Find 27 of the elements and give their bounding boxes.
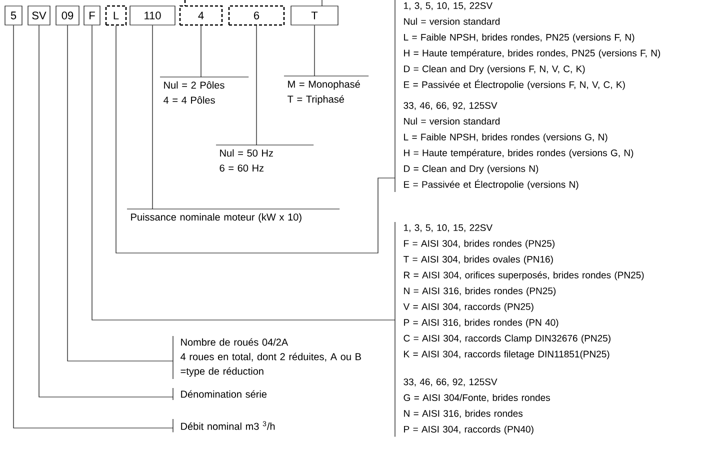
code-box: SV (28, 6, 50, 26)
option-list: 1, 3, 5, 10, 15, 22SV F = AISI 304, brides rondes (PN25) T = AISI 304, brides ovales (PN16) R = AISI 304, orifices superposés, brides rondes (PN25) N = AISI 316, brides rondes (PN25) V = AISI 304, raccords (PN25) P = AISI 316, brides rondes (PN 40) C = AISI 304, raccords Clamp DIN32676 (PN25) K = AISI 304, raccords filetage DIN11851(PN25) 33, 46, 66, 92, 125SV G = AISI 304/Fonte, brides rondes N = AISI 316, brides rondes P = AISI 304, raccords (PN40) (394, 222, 644, 438)
code-description: Nul = 2 Pôles 4 = 4 Pôles (160, 76, 249, 104)
option-list: 1, 3, 5, 10, 15, 22SV Nul = version standard L = Faible NPSH, brides rondes, PN25 (versions F, N) H = Haute température, brides rondes, PN25 (versions F, N) D = Clean and Dry (versions F, N, V, C, K) E = Passivée et Électropolie (versions F, N, V, C, K) 33, 46, 66, 92, 125SV Nul = version standard L = Faible NPSH, brides rondes (versions G, N) H = Haute température, brides rondes (versions G, N) D = Clean and Dry (versions N) E = Passivée et Électropolie (versions N) (394, 0, 660, 192)
code-box: 09 (56, 6, 80, 26)
leader-line (116, 25, 396, 254)
leader-line (256, 25, 257, 146)
option-list: Dénomination série (172, 388, 267, 400)
leader-line (38, 25, 174, 398)
code-box: 5 (4, 6, 22, 26)
leader-line (67, 25, 174, 362)
optional-code-box: L (105, 5, 127, 26)
option-list: Débit nominal m3 $^{3}$/h (172, 418, 275, 432)
optional-code-box: 6 (228, 5, 285, 26)
leader-line (200, 25, 202, 78)
code-box: F (84, 6, 100, 26)
code-box: T (290, 6, 338, 26)
code-description: Nul = 50 Hz 6 = 60 Hz (216, 144, 314, 172)
code-box: 110 (130, 6, 176, 26)
leader-line (152, 25, 153, 210)
code-description: Puissance nominale moteur (kW x 10) (126, 208, 340, 223)
leader-line (314, 25, 315, 76)
code-description: M = Monophasé T = Triphasé (284, 76, 369, 105)
leader-line (13, 25, 174, 428)
optional-code-box: 4 (179, 5, 223, 26)
leader-line (92, 25, 396, 320)
option-list: Nombre de roués 04/2A 4 roues en total, dont 2 réduites, A ou B =type de réduction (172, 336, 361, 380)
